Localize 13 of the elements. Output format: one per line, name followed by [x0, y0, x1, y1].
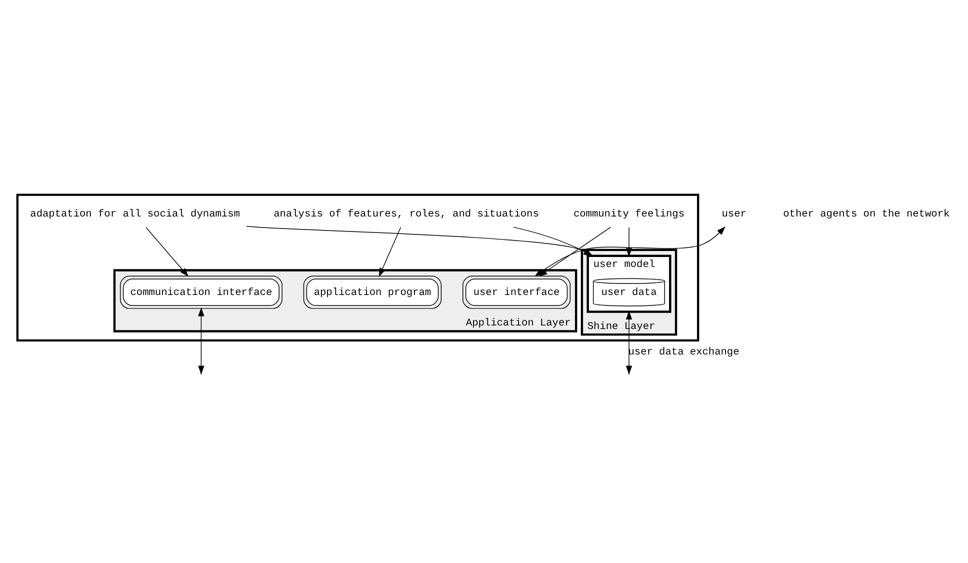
node-text: user	[722, 208, 746, 221]
label: other agents on the network	[783, 208, 950, 221]
node-text: adaptation for all social dynamism	[30, 208, 240, 221]
arrow	[626, 227, 632, 257]
node-box: application program	[303, 276, 442, 309]
arrow	[146, 227, 188, 277]
arrow	[198, 307, 204, 375]
node-box: communication interface	[120, 276, 282, 309]
node-box: user interface	[462, 276, 571, 309]
cluster	[16, 194, 700, 342]
node-text: analysis of features, roles, and situations	[274, 208, 539, 221]
node-text: community feelings	[573, 208, 685, 221]
arrow	[378, 227, 402, 277]
